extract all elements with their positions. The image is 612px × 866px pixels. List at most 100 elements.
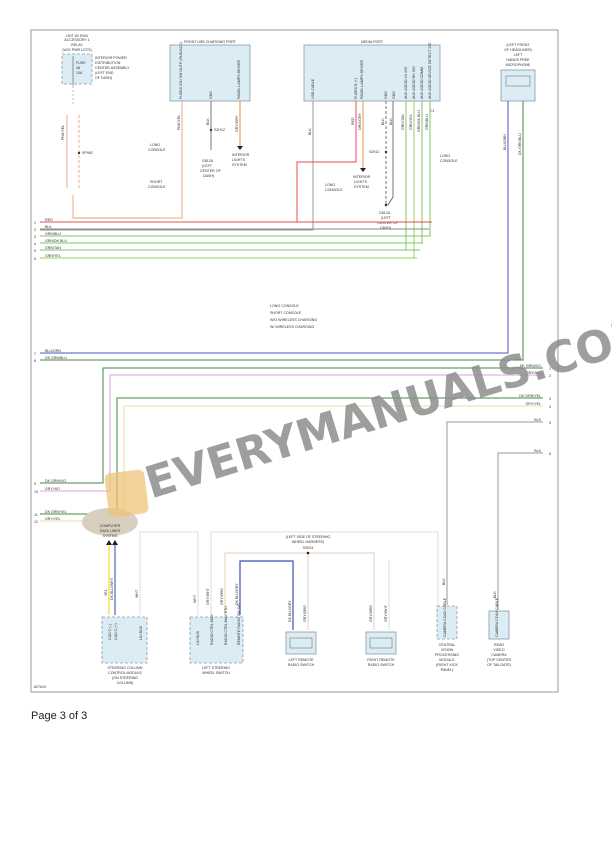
wire-label: BLK — [308, 128, 312, 135]
hands-free-microphone: (LEFT FRONT OF HEADLINER) LEFT HANDS FRE… — [40, 43, 536, 361]
wire-label: DK GRN/BLU — [518, 133, 522, 155]
wire-label: GRN/YEL — [45, 254, 61, 258]
pin-label: GND — [209, 91, 213, 99]
legend-item: SHORT CONSOLE — [270, 311, 302, 315]
long-console-label: LONG — [150, 143, 160, 147]
wire-label: DK BLU/GRY — [288, 600, 292, 622]
wire-label: GRY/YEL — [45, 517, 61, 521]
fuse-block: HOT W/ RUN ACCESSORY 1 RELAY (W/O PWR LG… — [61, 34, 160, 219]
rear-camera-box — [488, 610, 510, 640]
wire-label: GRY/ORG — [220, 588, 224, 605]
legend-item: LONG CONSOLE — [270, 304, 299, 308]
long-console-label: LONG — [440, 154, 450, 158]
wire-label: ORG/GRY — [358, 112, 362, 130]
ground-label: DASH) — [380, 226, 391, 230]
pin-label: FUSED IGN SW OUTP (RUN/ACC) — [179, 42, 183, 99]
wire-number: 1 — [549, 367, 551, 371]
pin-label: LIN BUS — [139, 625, 143, 640]
fuse-rating: 10A — [76, 71, 83, 75]
wire-label: DK GRN/VIO — [45, 479, 66, 483]
component-name: CENTRAL — [439, 643, 456, 647]
wire-number: 11 — [34, 513, 38, 517]
ground-label: CENTER OF — [377, 221, 399, 225]
dest-label: SYSTEM — [232, 163, 247, 167]
wire-number: 2 — [34, 228, 36, 232]
short-console-label: SHORT — [150, 180, 163, 184]
fuse-location: (LEFT END — [95, 71, 114, 75]
bottom-components: COMPUTER DATA LINES SYSTEM (LEFT SIDE OF… — [82, 508, 512, 685]
wire-label: WHT — [193, 594, 197, 603]
wire-label: BLK — [534, 449, 541, 453]
ground-label: CENTER OF — [200, 169, 222, 173]
component-name: REAR — [494, 643, 504, 647]
ground-label: (LEFT — [202, 164, 213, 168]
wire-label: DK GRN/BLU — [45, 356, 67, 360]
wire-number: 6 — [549, 452, 551, 456]
wire-label: DK BLU/GRY — [235, 583, 239, 605]
wire-label: DK GRN/YEL — [45, 510, 67, 514]
wire-label: RED — [351, 117, 355, 125]
wire-label: PNK/YEL — [177, 115, 181, 130]
long-console-label: CONSOLE — [148, 148, 166, 152]
pin-label: GND — [384, 91, 388, 99]
wire-number: 10 — [34, 490, 38, 494]
dest-label: SYSTEM — [354, 185, 369, 189]
dest-label: LIGHTS — [232, 158, 246, 162]
component-title: (LEFT FRONT — [506, 43, 530, 47]
long-console-label: CONSOLE — [440, 159, 458, 163]
wire-label: WHT — [135, 589, 139, 598]
component-title: MICROPHONE — [506, 63, 531, 67]
wire-label: GRY/VIO — [45, 487, 60, 491]
splice-label: S2H12 — [214, 128, 225, 132]
pin-label: REMOTE RADIO SW SIG — [237, 603, 241, 645]
component-name: LEFT REMOTE — [288, 658, 314, 662]
wire-label: GRN/BLU — [45, 232, 61, 236]
component-name: LEFT STEERING — [202, 666, 230, 670]
fuse-number: 48 — [76, 66, 80, 70]
wire-label: BLK — [206, 118, 210, 125]
wire-number: 6 — [34, 257, 36, 261]
splice-label: S9024 — [303, 546, 313, 550]
wire-number: 2 — [549, 374, 551, 378]
wire-label: GRN/BLU — [425, 114, 429, 130]
component-name: CONTROL MODULE — [108, 671, 142, 675]
component-title: FRONT USB CHARGING PORT — [184, 40, 237, 44]
component-name: RADIO SWITCH — [368, 663, 395, 667]
front-usb-charging-port: FRONT USB CHARGING PORT FUSED IGN SW OUT… — [73, 40, 251, 219]
pin-label: FUSED B (+) — [354, 78, 358, 99]
pin-label: CAN C (-) — [108, 624, 112, 640]
fuse-title: HOT W/ RUN — [66, 34, 88, 38]
wire-label: GRN/DK BLU — [417, 110, 421, 132]
ground-label: G812A — [202, 159, 214, 163]
wire-label: GRY/ORG — [369, 605, 373, 622]
wire-label: BLK — [534, 418, 541, 422]
cvpm-box — [436, 605, 458, 640]
component-title: HANDS FREE — [506, 58, 530, 62]
component-name: PROCESSING — [435, 653, 459, 657]
wire-label: GRY/WHT — [384, 604, 388, 622]
wire-number: 7 — [34, 352, 36, 356]
wire-label: BLK — [381, 118, 385, 125]
wire-label: RED — [45, 218, 53, 222]
wire-label: BLK — [442, 578, 446, 585]
data-link-label: SYSTEM — [103, 534, 118, 538]
legend-item: W/ WIRELESS CHARGING — [270, 325, 315, 329]
component-name: CAMERA — [491, 653, 507, 657]
ground-label: DASH) — [203, 174, 214, 178]
pin-label: PANEL LAMPS DRIVER — [360, 59, 364, 99]
wire-label: GRY/GRY — [235, 115, 239, 132]
connector-label: C1 — [430, 109, 435, 113]
component-name: OF TAILGATE) — [487, 663, 511, 667]
wire-number: 5 — [34, 249, 36, 253]
wire-number: 4 — [549, 405, 551, 409]
media-port: MEDIA PORT USB CABLE FUSED B (+) PANEL L… — [40, 40, 458, 259]
splice-label: SP982 — [82, 151, 93, 155]
wire-label: GRY/YEL — [525, 402, 541, 406]
component-name: VISION — [441, 648, 454, 652]
component-title: MEDIA PORT — [361, 40, 384, 44]
dest-label: INTERIOR — [232, 153, 250, 157]
legend-item: W/O WIRELESS CHARGING — [270, 318, 317, 322]
component-name: WHEEL SWITCH — [202, 671, 230, 675]
wire-number: 3 — [549, 397, 551, 401]
page-number: Page 3 of 3 — [31, 710, 88, 722]
